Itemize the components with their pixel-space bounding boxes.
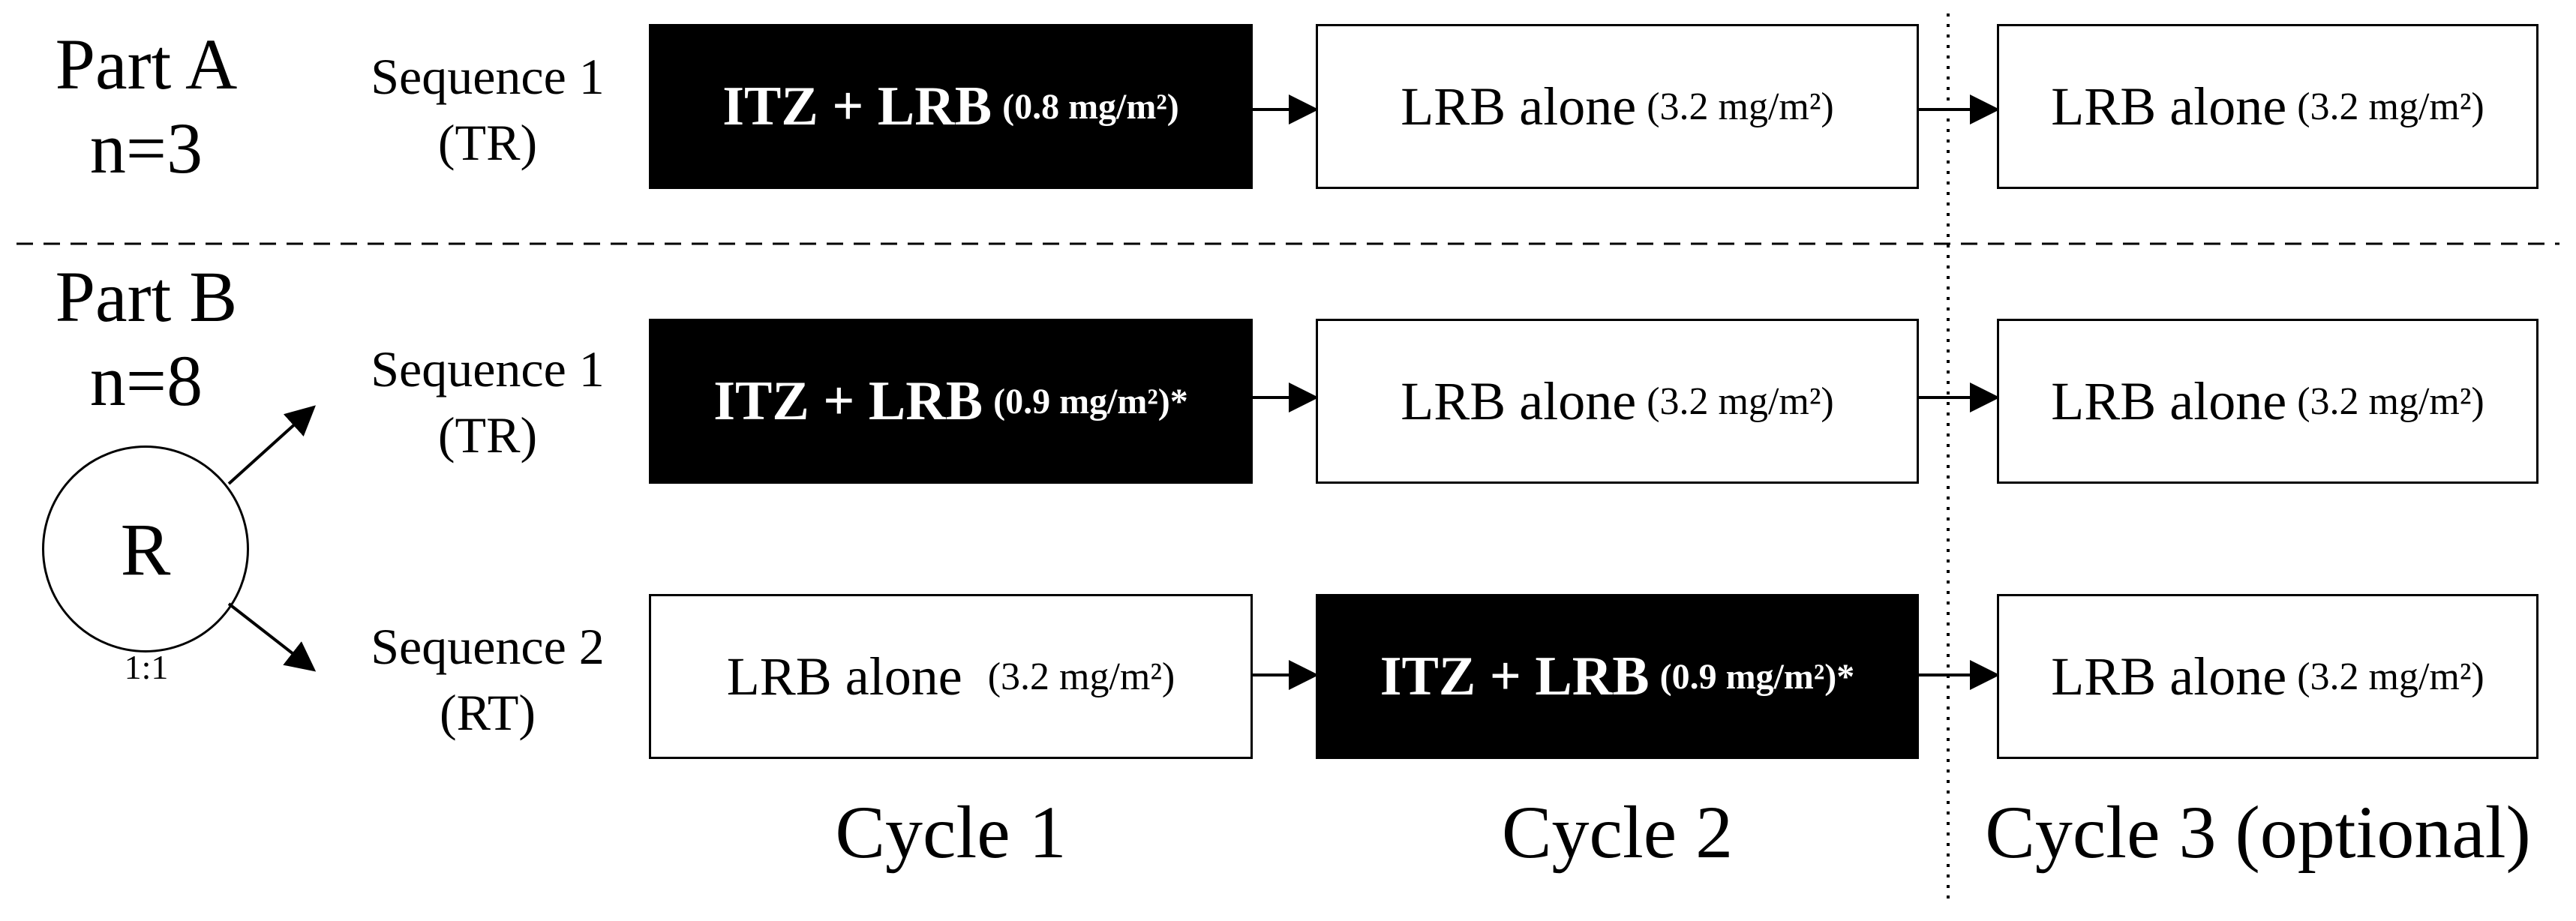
box-part-b-seq2-cycle3: LRB alone (3.2 mg/m²) <box>1997 594 2538 759</box>
randomization-circle: R <box>42 446 249 652</box>
arrow-r-to-seq1 <box>227 405 316 485</box>
sequence-b1-code: (TR) <box>437 406 538 464</box>
box-main-text: LRB alone <box>1401 370 1637 431</box>
box-dose-text: (3.2 mg/m²) <box>2297 380 2484 423</box>
box-main-text: LRB alone <box>2051 76 2287 136</box>
part-a-label: Part A n=3 <box>23 22 270 190</box>
part-a-count: n=3 <box>89 108 203 188</box>
cycle-2-label: Cycle 2 <box>1501 790 1734 874</box>
box-dose-text: (0.9 mg/m²)* <box>1659 656 1855 697</box>
part-a-title: Part A <box>55 24 238 104</box>
box-main-text: LRB alone <box>1401 76 1637 136</box>
cycle-1-label: Cycle 1 <box>835 790 1067 874</box>
sequence-a1-code: (TR) <box>437 114 538 171</box>
box-part-a-seq1-cycle1: ITZ + LRB (0.8 mg/m²) <box>649 24 1253 189</box>
box-main-text: ITZ + LRB <box>722 75 992 137</box>
arrow-r-to-seq2 <box>227 602 317 672</box>
sequence-b2-name: Sequence 2 <box>371 618 605 675</box>
part-b-title: Part B <box>55 256 238 337</box>
box-main-text: ITZ + LRB <box>713 370 983 432</box>
box-main-text: LRB alone <box>2051 370 2287 431</box>
sequence-b2-code: (RT) <box>439 684 536 741</box>
randomization-ratio: 1:1 <box>124 648 169 686</box>
box-main-text: ITZ + LRB <box>1380 645 1650 707</box>
box-part-b-seq1-cycle3: LRB alone (3.2 mg/m²) <box>1997 319 2538 484</box>
box-dose-text: (3.2 mg/m²) <box>2297 85 2484 128</box>
sequence-b2-label: Sequence 2 (RT) <box>330 614 645 746</box>
box-dose-text: (3.2 mg/m²) <box>2297 655 2484 698</box>
randomization-symbol: R <box>120 507 171 591</box>
box-part-a-seq1-cycle2: LRB alone (3.2 mg/m²) <box>1316 24 1919 189</box>
box-main-text: LRB alone <box>726 646 962 706</box>
box-dose-text: (3.2 mg/m²) <box>1647 380 1834 423</box>
sequence-b1-label: Sequence 1 (TR) <box>330 336 645 468</box>
box-main-text: LRB alone <box>2051 646 2287 706</box>
box-part-b-seq2-cycle2: ITZ + LRB (0.9 mg/m²)* <box>1316 594 1919 759</box>
box-part-b-seq2-cycle1: LRB alone (3.2 mg/m²) <box>649 594 1253 759</box>
box-part-b-seq1-cycle1: ITZ + LRB (0.9 mg/m²)* <box>649 319 1253 484</box>
box-part-b-seq1-cycle2: LRB alone (3.2 mg/m²) <box>1316 319 1919 484</box>
sequence-b1-name: Sequence 1 <box>371 340 605 398</box>
box-dose-text: (3.2 mg/m²) <box>987 655 1175 698</box>
sequence-a1-name: Sequence 1 <box>371 48 605 105</box>
cycle-3-label: Cycle 3 (optional) <box>1985 790 2531 874</box>
part-b-count: n=8 <box>89 340 203 421</box>
box-dose-text: (3.2 mg/m²) <box>1647 85 1834 128</box>
box-dose-text: (0.8 mg/m²) <box>1002 86 1179 127</box>
box-part-a-seq1-cycle3: LRB alone (3.2 mg/m²) <box>1997 24 2538 189</box>
box-dose-text: (0.9 mg/m²)* <box>993 381 1188 422</box>
part-b-label: Part B n=8 <box>23 255 270 423</box>
sequence-a1-label: Sequence 1 (TR) <box>330 44 645 176</box>
